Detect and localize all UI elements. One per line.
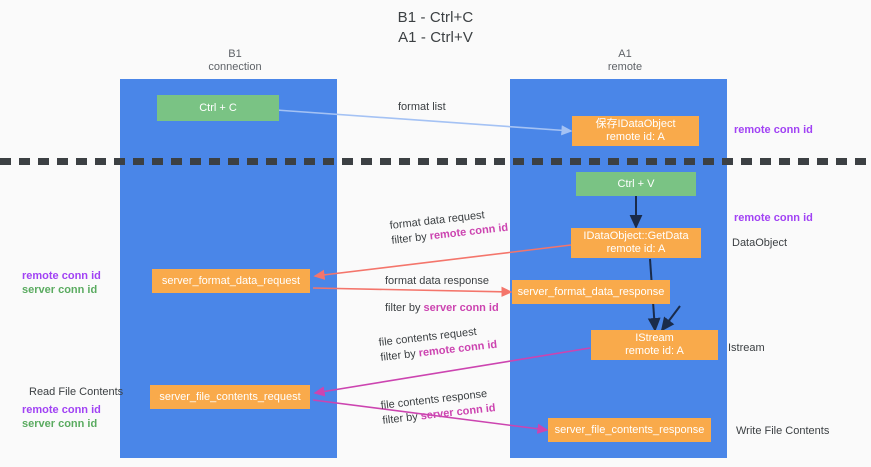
edge-label-file-contents-response: file contents response filter by server …: [380, 386, 496, 429]
node-server-file-contents-response[interactable]: server_file_contents_response: [548, 418, 711, 442]
annotation-right-middle-text: remote conn id: [734, 212, 813, 224]
node-ctrl-v-label: Ctrl + V: [617, 177, 655, 190]
annotation-left-bottom: remote conn id server conn id: [22, 403, 101, 431]
node-istream[interactable]: IStream remote id: A: [591, 330, 718, 360]
node-save-idataobject-sub: remote id: A: [606, 131, 665, 143]
edge-label-format-list: format list: [398, 100, 446, 115]
caption-istream: Istream: [728, 342, 765, 354]
node-save-idataobject-label: 保存IDataObject: [595, 118, 676, 130]
diagram-title: B1 - Ctrl+C A1 - Ctrl+V: [0, 8, 871, 48]
node-idataobject-getdata[interactable]: IDataObject::GetData remote id: A: [571, 228, 701, 258]
annotation-left-middle-remote: remote conn id: [22, 270, 101, 282]
title-line-1: B1 - Ctrl+C: [397, 9, 474, 26]
node-save-idataobject[interactable]: 保存IDataObject remote id: A: [572, 116, 699, 146]
annotation-left-bottom-server: server conn id: [22, 418, 98, 430]
node-server-format-data-response[interactable]: server_format_data_response: [512, 280, 670, 304]
column-header-b1: B1 connection: [120, 48, 350, 74]
caption-dataobject: DataObject: [732, 237, 788, 249]
node-istream-label: IStream: [635, 332, 674, 344]
edge-label-format-data-response-line2: filter by server conn id: [385, 302, 499, 314]
edge-label-format-data-response-line1: format data response: [385, 275, 489, 287]
node-server-format-data-request[interactable]: server_format_data_request: [152, 269, 310, 293]
node-ctrl-v[interactable]: Ctrl + V: [576, 172, 696, 196]
annotation-right-middle: remote conn id: [734, 211, 813, 225]
annotation-left-bottom-title: Read File Contents: [29, 385, 123, 399]
column-header-b1-role: connection: [208, 61, 262, 73]
node-idataobject-getdata-label: IDataObject::GetData: [583, 230, 689, 242]
node-server-file-contents-request[interactable]: server_file_contents_request: [150, 385, 310, 409]
column-header-a1-name: A1: [618, 48, 632, 60]
node-ctrl-c[interactable]: Ctrl + C: [157, 95, 279, 121]
edge-label-format-data-request: format data request filter by remote con…: [389, 206, 509, 249]
annotation-read-file-contents: Read File Contents: [29, 386, 124, 398]
annotation-right-top: remote conn id: [734, 123, 813, 137]
title-line-2: A1 - Ctrl+V: [398, 29, 473, 46]
dashed-separator: [0, 158, 871, 165]
node-server-format-data-request-label: server_format_data_request: [161, 274, 301, 287]
edge-label-file-contents-request: file contents request filter by remote c…: [378, 323, 498, 366]
edge-label-format-list-line1: format list: [398, 101, 446, 113]
node-server-format-data-response-label: server_format_data_response: [517, 285, 665, 298]
edge-label-format-data-response: format data response filter by server co…: [385, 274, 499, 316]
annotation-left-bottom-remote: remote conn id: [22, 404, 101, 416]
node-ctrl-c-label: Ctrl + C: [199, 101, 237, 114]
node-server-file-contents-request-label: server_file_contents_request: [159, 390, 301, 403]
node-istream-sub: remote id: A: [625, 345, 684, 357]
node-server-file-contents-response-label: server_file_contents_response: [554, 423, 705, 436]
column-header-a1: A1 remote: [510, 48, 740, 74]
column-header-a1-role: remote: [607, 61, 643, 73]
annotation-right-top-text: remote conn id: [734, 124, 813, 136]
node-idataobject-getdata-sub: remote id: A: [606, 243, 666, 255]
edge-label-format-data-response-emphasis: server conn id: [423, 302, 499, 314]
annotation-left-middle-server: server conn id: [22, 284, 98, 296]
annotation-left-middle: remote conn id server conn id: [22, 269, 101, 297]
caption-write-file-contents: Write File Contents: [736, 425, 830, 437]
column-header-b1-name: B1: [228, 48, 242, 60]
